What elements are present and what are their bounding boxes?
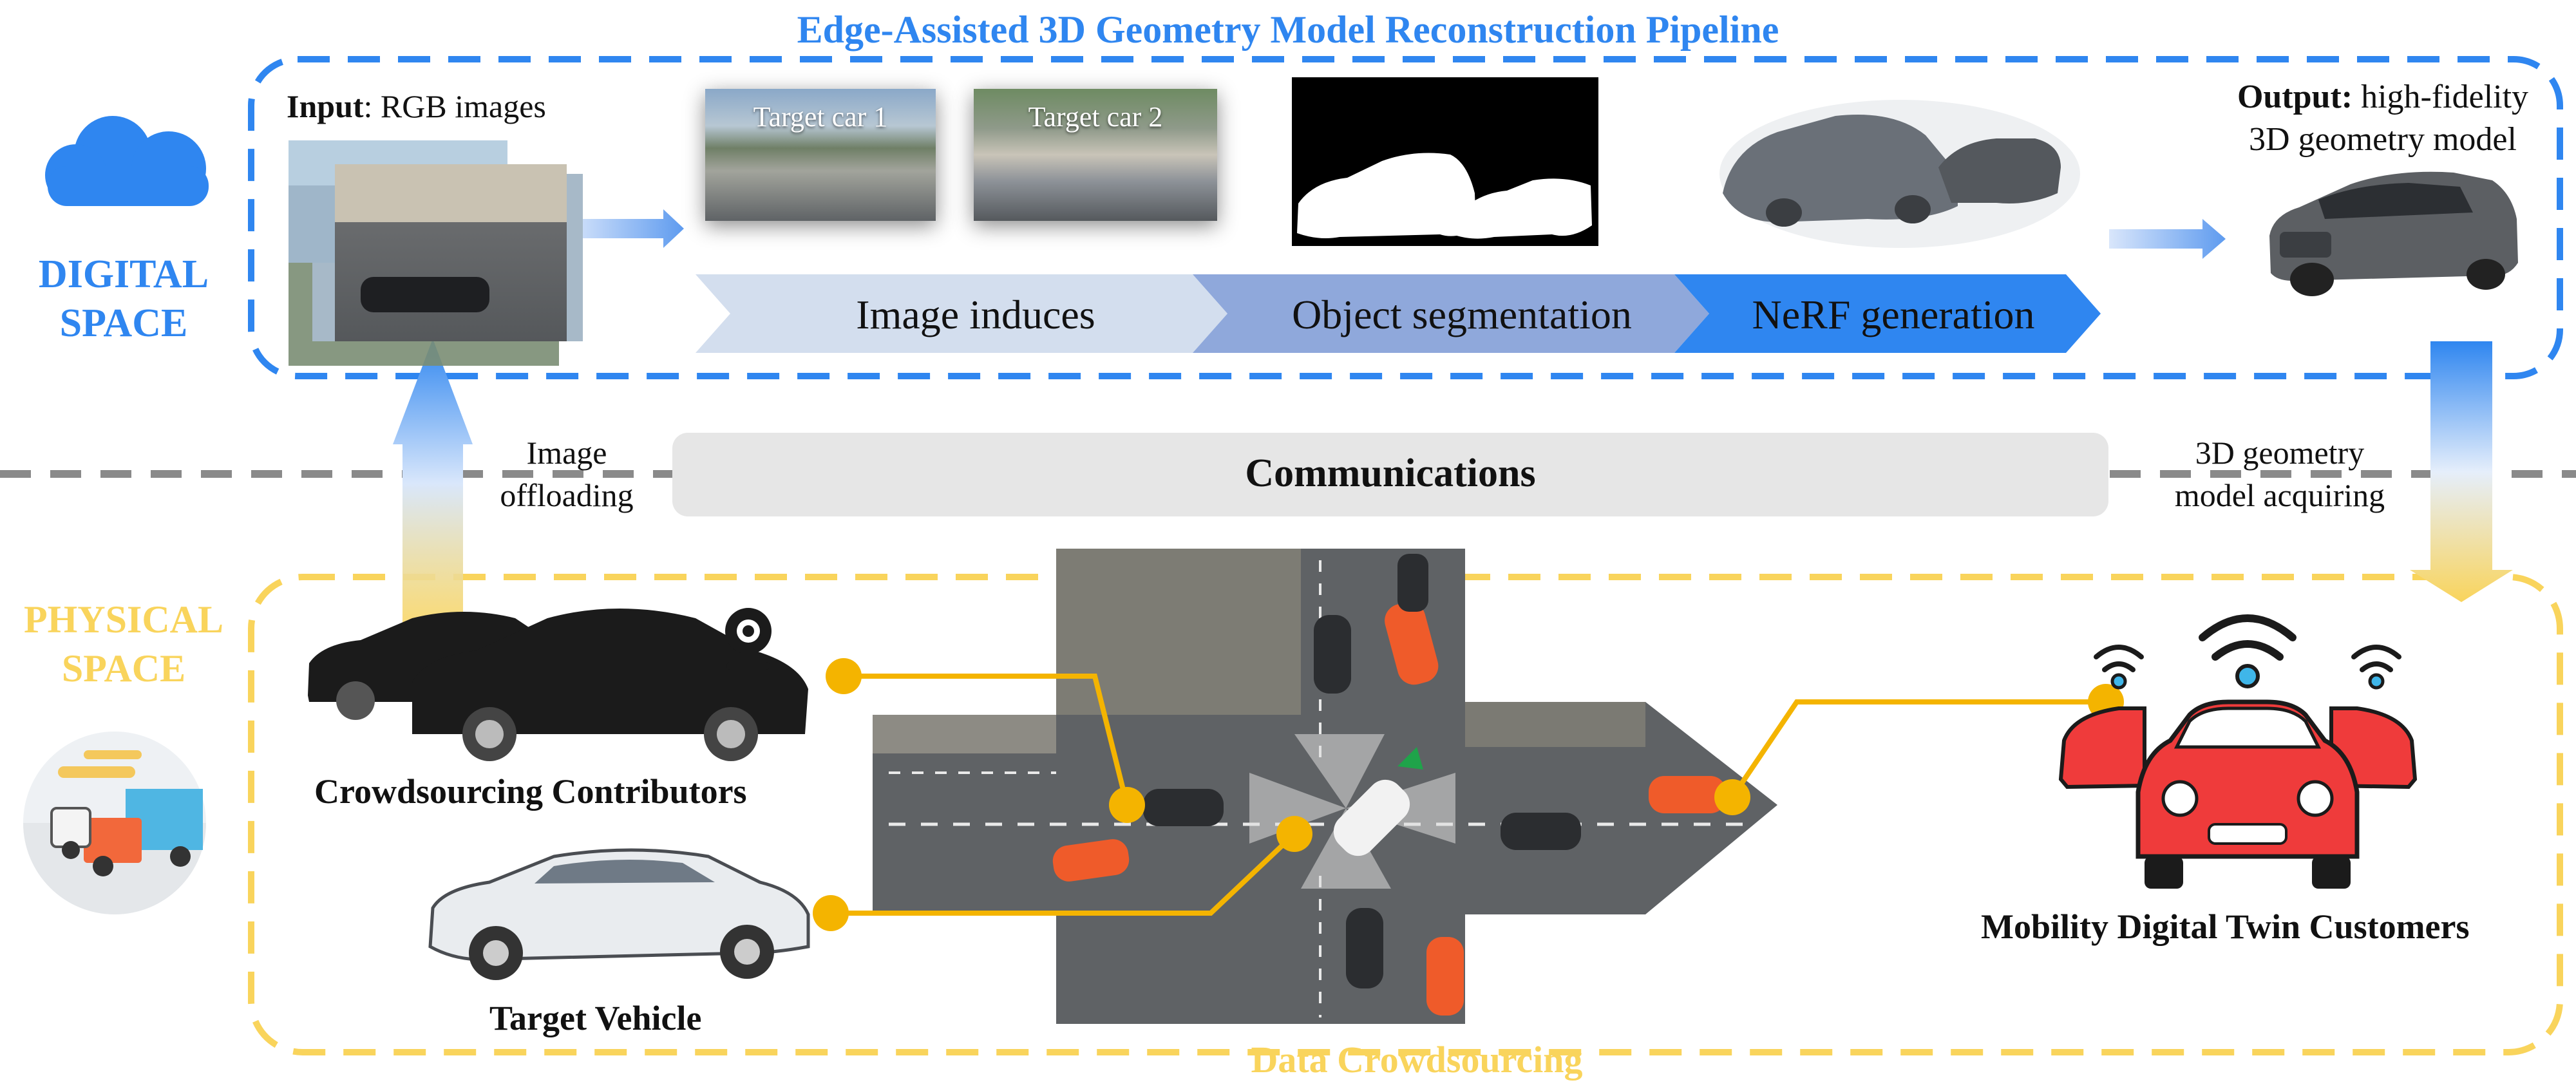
image-offloading-line2: offloading: [500, 477, 634, 513]
step-chevron-1: [696, 274, 1227, 353]
image-offloading-label: Image offloading: [477, 431, 657, 516]
wifi-icon-center: [2199, 614, 2297, 688]
data-crowdsourcing-label: Data Crowdsourcing: [1251, 1039, 1583, 1081]
output-label: Output: high-fidelity 3D geometry model: [2202, 76, 2563, 161]
nerf-render: [1719, 100, 2080, 248]
digital-space-label: DIGITAL SPACE: [27, 250, 220, 348]
wifi-icon-left: [2094, 645, 2144, 690]
model-acquiring-label: 3D geometry model acquiring: [2138, 431, 2421, 516]
input-label-rest: : RGB images: [363, 88, 546, 124]
physical-space-line1: PHYSICAL: [23, 598, 224, 641]
cloud-icon: [45, 116, 209, 206]
thumbnail-target-car-1: Target car 1: [705, 89, 936, 221]
step-chevron-3: [1674, 274, 2101, 353]
target-vehicle-car: [428, 848, 810, 980]
step-label-image-induces: Image induces: [856, 292, 1095, 337]
contributor-cars: [308, 609, 808, 761]
output-label-line2: 3D geometry model: [2249, 121, 2517, 158]
input-label-bold: Input: [287, 88, 364, 124]
digital-space-frame: [248, 56, 2563, 379]
target-vehicle-label: Target Vehicle: [489, 999, 702, 1037]
step-chevron-2: [1193, 274, 1709, 353]
intersection-aerial: [873, 549, 1777, 1024]
input-label: Input: RGB images: [287, 88, 546, 125]
communications-bar: [672, 433, 2108, 516]
physical-space-line2: SPACE: [61, 647, 186, 690]
customers-label: Mobility Digital Twin Customers: [1981, 907, 2470, 946]
physical-space-label: PHYSICAL SPACE: [8, 595, 240, 693]
communications-label: Communications: [1245, 451, 1536, 495]
thumbnail-label: Target car 1: [753, 101, 888, 133]
wifi-icon-right: [2351, 645, 2401, 690]
segmentation-mask: [1292, 77, 1598, 246]
physical-space-frame: [248, 574, 2563, 1055]
step-label-object-segmentation: Object segmentation: [1292, 292, 1632, 337]
digital-space-line1: DIGITAL: [38, 252, 209, 296]
image-offloading-arrow: [393, 339, 473, 628]
input-image-stack: [289, 140, 583, 366]
digital-space-line2: SPACE: [59, 301, 188, 345]
connector-lines: [813, 658, 2124, 931]
crowdsourcing-contributors-label: Crowdsourcing Contributors: [314, 772, 747, 811]
customer-cars: [2058, 699, 2418, 889]
output-label-rest: high-fidelity: [2353, 79, 2529, 115]
model-acquiring-line2: model acquiring: [2174, 477, 2385, 513]
pipeline-to-output-arrow: [2109, 219, 2226, 259]
output-label-bold: Output:: [2237, 79, 2353, 115]
thumbnail-target-car-2: Target car 2: [974, 89, 1217, 221]
model-acquiring-line1: 3D geometry: [2195, 435, 2365, 471]
image-offloading-line1: Image: [526, 435, 607, 471]
step-label-nerf-generation: NeRF generation: [1752, 292, 2035, 337]
webcam-icon: [725, 608, 772, 670]
output-3d-car: [2269, 171, 2518, 296]
trucks-icon: [23, 732, 206, 914]
diagram-title: Edge-Assisted 3D Geometry Model Reconstr…: [797, 8, 1779, 51]
model-acquiring-arrow: [2410, 341, 2513, 602]
input-to-thumbs-arrow: [567, 209, 684, 248]
thumbnail-label: Target car 2: [1028, 101, 1163, 133]
